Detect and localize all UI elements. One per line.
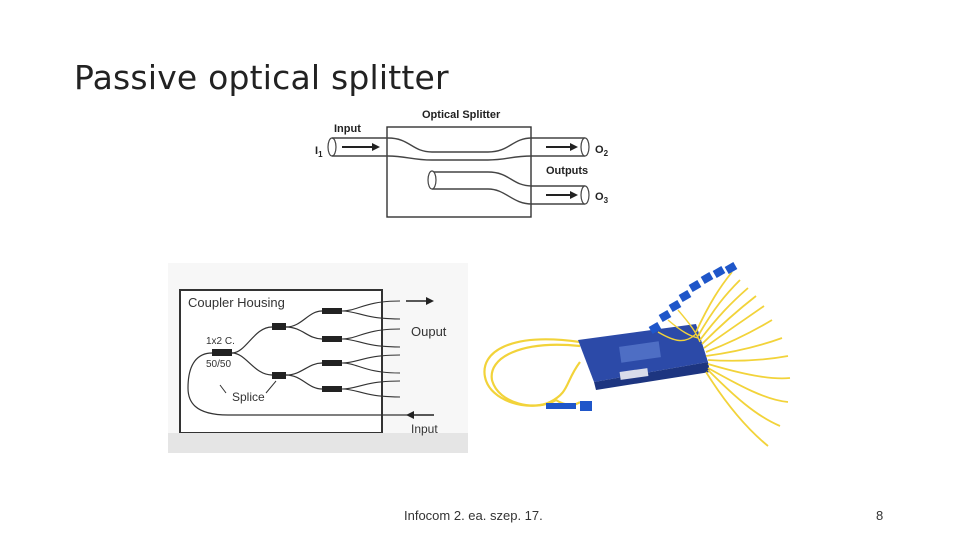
input-label-bottom: Input — [411, 422, 438, 436]
outputs-label: Outputs — [546, 165, 588, 177]
o2-label: O2 — [595, 144, 609, 158]
optical-splitter-diagram: Optical Splitter Input I1 — [300, 92, 620, 222]
o3-label: O3 — [595, 191, 609, 205]
plc-splitter-photo — [470, 262, 795, 470]
coupler-housing-diagram: Coupler Housing 1x2 C. 50/50 — [168, 263, 468, 453]
footer-text: Infocom 2. ea. szep. 17. — [404, 508, 543, 523]
i1-label: I1 — [315, 145, 323, 159]
optical-splitter-header: Optical Splitter — [422, 109, 501, 121]
coupler-housing-label: Coupler Housing — [188, 295, 285, 310]
coupler-ratio-line1: 1x2 C. — [206, 336, 235, 347]
splice-label: Splice — [232, 390, 265, 404]
coupler-ratio-line2: 50/50 — [206, 359, 231, 370]
slide-title: Passive optical splitter — [74, 58, 449, 97]
page-number: 8 — [876, 508, 884, 523]
output-label: Ouput — [411, 324, 447, 339]
input-label: Input — [334, 123, 361, 135]
